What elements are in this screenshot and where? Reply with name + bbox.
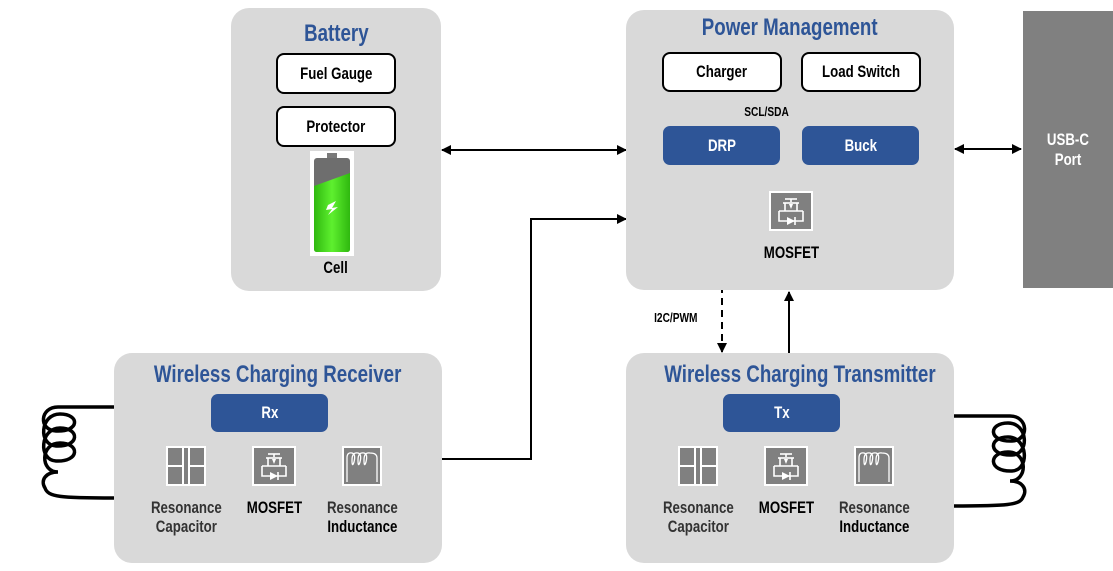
capacitor-icon: [166, 446, 206, 486]
usb-port-line1: USB-C: [1047, 129, 1089, 149]
mosfet-label: MOSFET: [758, 498, 814, 517]
battery-title: Battery: [303, 20, 369, 47]
power-management-block: Power Management Charger Load Switch SCL…: [626, 10, 954, 290]
usb-c-port[interactable]: USB-C Port: [1023, 11, 1113, 288]
usb-port-line2: Port: [1054, 149, 1082, 169]
charger-box[interactable]: Charger: [662, 52, 782, 92]
scl-sda-label: SCL/SDA: [744, 104, 789, 119]
fuel-gauge-box[interactable]: Fuel Gauge: [276, 53, 396, 94]
rx-box[interactable]: Rx: [211, 394, 328, 432]
tx-box[interactable]: Tx: [723, 394, 840, 432]
receiver-title: Wireless Charging Receiver: [154, 361, 402, 388]
mosfet-label: MOSFET: [763, 243, 819, 262]
receiver-coil: [41, 405, 116, 500]
transmitter-coil: [951, 414, 1027, 508]
inductor-icon: [854, 446, 894, 486]
buck-box[interactable]: Buck: [802, 126, 919, 165]
protector-box[interactable]: Protector: [276, 106, 396, 147]
inductor-icon: [342, 446, 382, 486]
drp-box[interactable]: DRP: [663, 126, 780, 165]
receiver-power-link: [442, 214, 627, 460]
battery-cell-icon: [310, 151, 354, 256]
mosfet-label: MOSFET: [246, 498, 302, 517]
transmitter-block: Wireless Charging Transmitter Tx Resonan…: [626, 353, 954, 563]
capacitor-icon: [678, 446, 718, 486]
load-switch-box[interactable]: Load Switch: [801, 52, 921, 92]
battery-block: Battery Fuel Gauge Protector Cell: [231, 8, 441, 291]
transmitter-title: Wireless Charging Transmitter: [664, 361, 936, 388]
power-management-title: Power Management: [702, 14, 878, 41]
mosfet-icon: [764, 446, 808, 486]
cell-label: Cell: [323, 258, 349, 277]
mosfet-icon: [769, 191, 813, 231]
mosfet-icon: [252, 446, 296, 486]
i2c-pwm-label: I2C/PWM: [654, 310, 698, 325]
